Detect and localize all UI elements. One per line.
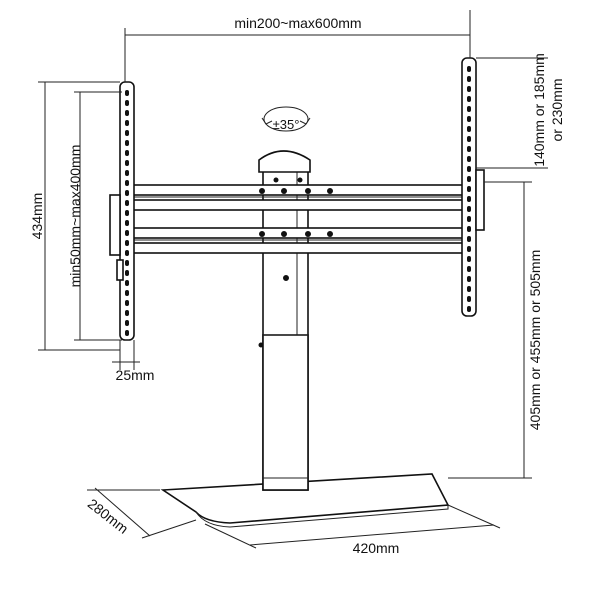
base-depth-label: 280mm	[85, 495, 132, 536]
slot-hole	[467, 146, 471, 152]
slot-hole	[125, 200, 129, 206]
slot-hole	[125, 230, 129, 236]
slot-hole	[467, 176, 471, 182]
slot-hole	[467, 266, 471, 272]
top-spacing-label-2: or 230mm	[549, 78, 565, 141]
slot-hole	[125, 140, 129, 146]
slot-hole	[467, 206, 471, 212]
slot-hole	[125, 110, 129, 116]
left-vertical-arm	[109, 81, 135, 341]
slot-hole	[467, 306, 471, 312]
top-spacing-dimension: 140mm or 185mm or 230mm	[476, 53, 565, 169]
slot-hole	[467, 166, 471, 172]
slot-hole	[125, 100, 129, 106]
slot-hole	[125, 180, 129, 186]
slot-hole	[467, 116, 471, 122]
top-spacing-label-1: 140mm or 185mm	[531, 53, 547, 167]
stand-column	[258, 150, 311, 491]
right-vertical-arm	[461, 57, 485, 317]
slot-hole	[125, 120, 129, 126]
vesa-height-dimension: min50mm~max400mm	[67, 91, 122, 341]
slot-hole	[467, 66, 471, 72]
slot-hole	[125, 190, 129, 196]
slot-hole	[467, 236, 471, 242]
width-dimension: min200~max600mm	[124, 10, 471, 82]
base-width-label: 420mm	[353, 540, 400, 556]
slot-hole	[125, 220, 129, 226]
vesa-height-label: min50mm~max400mm	[67, 145, 83, 288]
slot-hole	[125, 260, 129, 266]
slot-hole	[467, 76, 471, 82]
base-plate	[160, 473, 450, 528]
rotation-label: ±35°	[273, 117, 300, 132]
slot-hole	[125, 210, 129, 216]
slot-hole	[467, 296, 471, 302]
arm-depth-dimension: 25mm	[112, 340, 154, 383]
slot-hole	[125, 320, 129, 326]
slot-hole	[467, 256, 471, 262]
slot-hole	[125, 300, 129, 306]
slot-hole	[125, 160, 129, 166]
slot-hole	[467, 216, 471, 222]
height-options-dimension: 405mm or 455mm or 505mm	[448, 181, 543, 479]
slot-hole	[125, 270, 129, 276]
slot-hole	[467, 136, 471, 142]
slot-hole	[125, 280, 129, 286]
slot-hole	[125, 310, 129, 316]
slot-hole	[467, 126, 471, 132]
slot-hole	[125, 150, 129, 156]
slot-hole	[467, 226, 471, 232]
slot-hole	[467, 156, 471, 162]
total-height-label: 434mm	[29, 193, 45, 240]
slot-hole	[467, 96, 471, 102]
slot-hole	[467, 106, 471, 112]
width-label: min200~max600mm	[234, 15, 361, 31]
slot-hole	[467, 86, 471, 92]
slot-hole	[125, 170, 129, 176]
slot-hole	[125, 290, 129, 296]
slot-hole	[467, 276, 471, 282]
slot-hole	[467, 246, 471, 252]
total-height-dimension: 434mm	[29, 81, 120, 351]
left-arm-slots	[125, 90, 129, 336]
slot-hole	[125, 90, 129, 96]
slot-hole	[467, 186, 471, 192]
arm-depth-label: 25mm	[116, 367, 155, 383]
slot-hole	[125, 130, 129, 136]
slot-hole	[125, 330, 129, 336]
slot-hole	[467, 286, 471, 292]
right-arm-slots	[467, 66, 471, 312]
slot-hole	[125, 240, 129, 246]
slot-hole	[125, 250, 129, 256]
base-width-dimension: 420mm	[204, 504, 501, 556]
height-options-label: 405mm or 455mm or 505mm	[527, 250, 543, 431]
slot-hole	[467, 196, 471, 202]
rotation-badge: ±35°	[261, 106, 311, 132]
